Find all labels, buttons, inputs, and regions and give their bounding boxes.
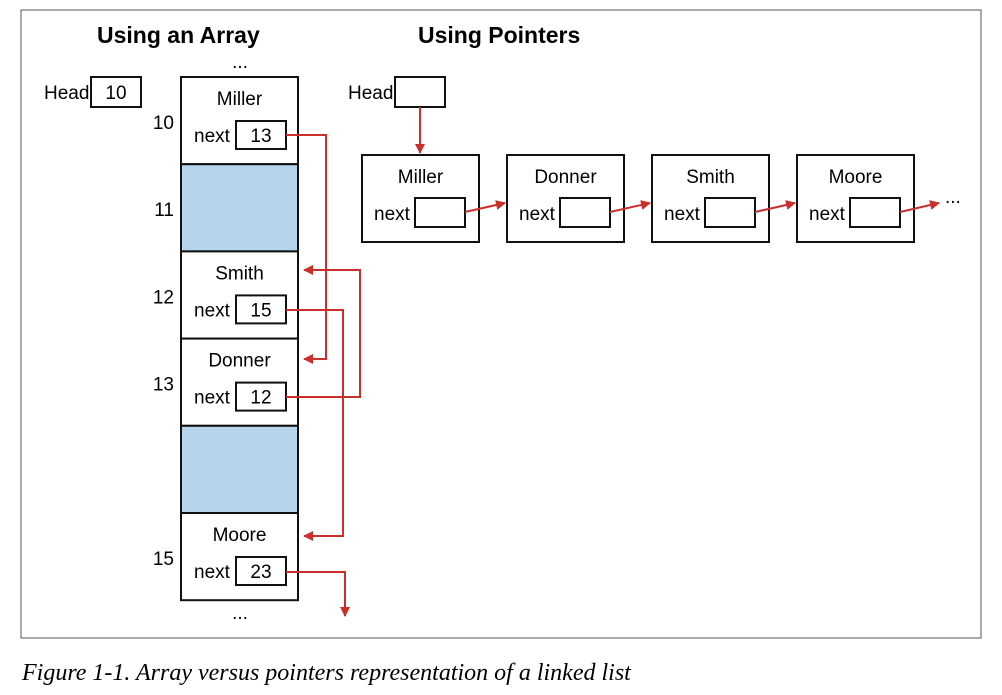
array-cell-index: 11 [154, 200, 174, 221]
pointer-node-next-box [559, 197, 611, 228]
pointer-head-label: Head [348, 83, 393, 104]
array-ellipsis-top: ... [232, 52, 248, 73]
pointer-node-next-box [849, 197, 901, 228]
pointer-node-name: Miller [398, 167, 444, 188]
array-cell-next-value: 12 [250, 388, 271, 409]
pointer-node-name: Donner [534, 167, 597, 188]
array-cell-next-label: next [194, 126, 231, 147]
array-head-box [90, 76, 142, 108]
array-cell: 10 Miller next 13 [153, 76, 299, 166]
array-cell-index: 15 [153, 549, 174, 570]
pointer-node: Donner next [506, 154, 651, 243]
array-arrows [286, 134, 361, 617]
pointer-node-next-label: next [374, 204, 411, 225]
pointer-panel-title: Using Pointers [418, 22, 580, 48]
array-cell-next-value: 13 [250, 126, 271, 147]
array-cell-next-box [235, 120, 287, 150]
array-cell: 11 [154, 163, 299, 253]
array-panel-title: Using an Array [97, 22, 260, 48]
pointer-panel: Using Pointers Head Miller next Donner next… [348, 22, 961, 243]
array-cell-index: 13 [153, 375, 174, 396]
pointer-node: Miller next [361, 154, 506, 243]
array-cell [180, 424, 299, 514]
arrow-12-to-15 [286, 309, 344, 541]
pointer-node-next-box [704, 197, 756, 228]
array-cell-name: Moore [213, 525, 267, 546]
array-cell-index: 10 [153, 113, 174, 134]
array-head-label: Head [44, 83, 89, 104]
array-head-value: 10 [105, 83, 126, 104]
pointer-node-next-box [414, 197, 466, 228]
array-cell-empty [180, 424, 299, 514]
array-cell-next-label: next [194, 300, 231, 321]
pointer-tail-ellipsis: ... [945, 187, 961, 208]
array-cell-next-value: 23 [250, 562, 271, 583]
arrow-10-to-13 [286, 134, 327, 364]
pointer-node-next-arrow [609, 200, 651, 213]
array-cell-next-label: next [194, 562, 231, 583]
pointer-node-next-arrow [899, 200, 940, 213]
pointer-node-next-arrow [754, 200, 796, 213]
pointer-node-next-label: next [664, 204, 701, 225]
array-cell-next-box [235, 556, 287, 586]
arrow-13-to-12 [286, 265, 361, 398]
pointer-head-box [394, 76, 446, 108]
array-ellipsis-bottom: ... [232, 603, 248, 624]
array-cell-name: Miller [217, 89, 263, 110]
pointer-node-next-label: next [519, 204, 556, 225]
array-cell-next-box [235, 294, 287, 325]
arrow-15-to-23 [286, 571, 350, 617]
array-cell-name: Donner [208, 351, 271, 372]
pointer-nodes: Miller next Donner next Smith next Moore next [361, 154, 940, 243]
pointer-node-next-arrow [464, 200, 506, 213]
figure-caption: Figure 1-1. Array versus pointers repres… [21, 660, 632, 686]
array-cell-next-box [235, 381, 287, 412]
pointer-node-name: Smith [686, 167, 735, 188]
pointer-node-next-label: next [809, 204, 846, 225]
array-cell-next-label: next [194, 388, 231, 409]
array-cell-name: Smith [215, 263, 264, 284]
pointer-node: Smith next [651, 154, 796, 243]
pointer-node-name: Moore [829, 167, 883, 188]
array-cell: 13 Donner next 12 [153, 337, 299, 427]
array-cell-empty [180, 163, 299, 253]
array-cell: 12 Smith next 15 [153, 250, 299, 340]
pointer-node: Moore next [796, 154, 940, 243]
figure-frame [20, 9, 982, 639]
array-cell: 15 Moore next 23 [153, 512, 299, 602]
array-cell-index: 12 [153, 287, 174, 308]
array-cell-next-value: 15 [250, 300, 271, 321]
